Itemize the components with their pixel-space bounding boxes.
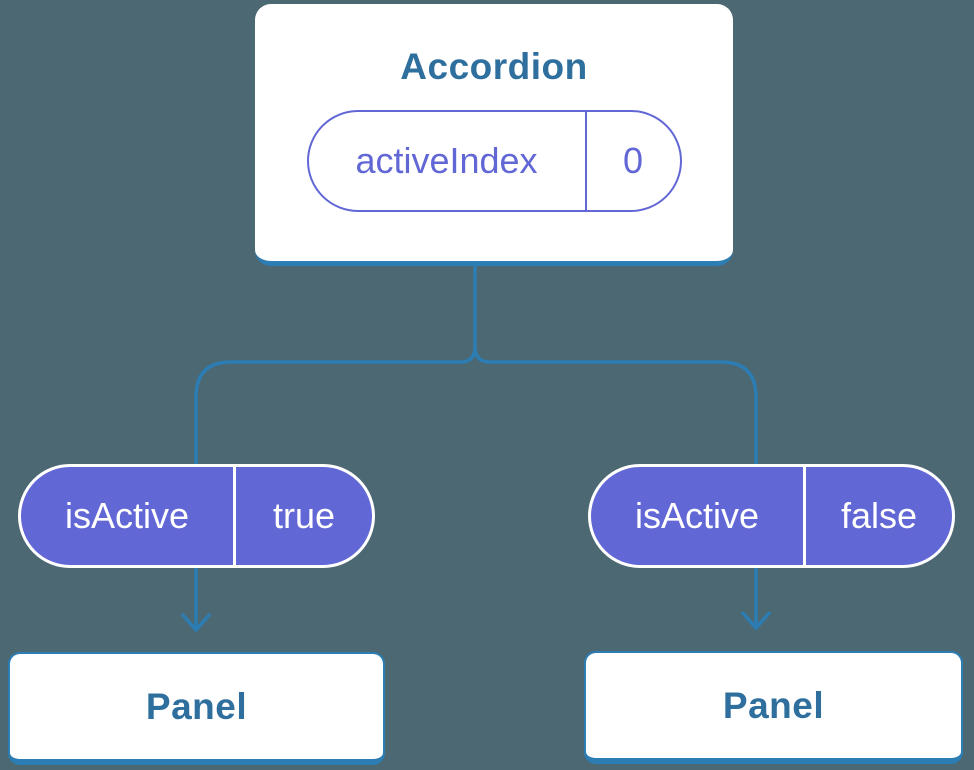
- panel-box-right: Panel: [584, 651, 963, 764]
- state-value: true: [272, 495, 336, 536]
- connector-branch-left: [194, 346, 477, 628]
- component-title: Accordion: [400, 46, 588, 87]
- panel-label: Panel: [145, 685, 248, 727]
- state-name: isActive: [64, 495, 190, 536]
- state-name: activeIndex: [355, 140, 538, 181]
- state-pill-activeindex: activeIndex 0: [306, 110, 682, 212]
- arrowhead-right-icon: [740, 610, 772, 631]
- state-value: 0: [622, 140, 644, 181]
- accordion-component-card: Accordion activeIndex 0: [255, 4, 733, 266]
- state-value: false: [840, 495, 918, 536]
- state-name: isActive: [634, 495, 760, 536]
- arrowhead-left-icon: [180, 612, 212, 633]
- pill-divider: [233, 467, 236, 565]
- panel-label: Panel: [722, 684, 825, 726]
- pill-divider: [584, 112, 587, 210]
- pill-divider: [803, 467, 806, 565]
- state-pill-isactive-true: isActive true: [18, 464, 375, 568]
- panel-box-left: Panel: [8, 652, 385, 765]
- state-pill-isactive-false: isActive false: [588, 464, 955, 568]
- connector-branch-right: [473, 346, 758, 626]
